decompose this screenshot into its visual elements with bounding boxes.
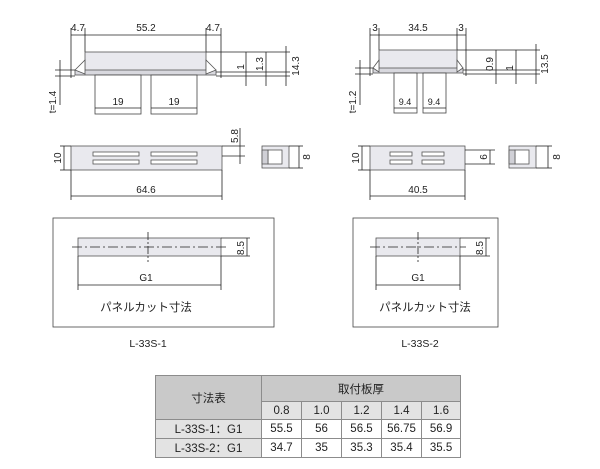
table-thickness-header: 1.0 (301, 401, 342, 420)
dim-l1-front-width: 64.6 (136, 185, 156, 196)
table-row: L-33S-2：G1 34.7 35 35.3 35.4 35.5 (155, 438, 462, 458)
table-cell: 35 (301, 438, 342, 458)
dim-l1-top-left: 4.7 (71, 23, 85, 34)
table-corner-label: 寸法表 (155, 375, 262, 420)
dim-l1-h2: 1.3 (255, 57, 266, 71)
l33s1-panel-cut (52, 217, 275, 328)
l33s1-front-view (60, 128, 303, 200)
table-cell: 55.5 (261, 419, 302, 439)
table-cell: 35.5 (420, 438, 462, 458)
dim-l2-thickness: t=1.2 (348, 90, 359, 113)
dim-l1-front-right: 5.8 (230, 129, 241, 143)
dimension-table: 寸法表 取付板厚 0.8 1.0 1.2 1.4 1.6 L-33S-1：G1 … (155, 375, 462, 458)
dim-l2-clip-a: 9.4 (399, 97, 412, 107)
l33s1-panel-caption: パネルカット寸法 (100, 300, 192, 314)
l33s1-top-view (55, 28, 290, 115)
table-cell: 35.4 (381, 438, 422, 458)
dim-l2-panel-width: G1 (411, 273, 425, 284)
dim-l2-front-height: 10 (351, 152, 362, 164)
dim-l2-top-mid: 34.5 (408, 23, 428, 34)
table-cell: 56.75 (381, 419, 422, 439)
l33s2-panel-cut (352, 217, 499, 328)
dim-l2-front-right: 6 (479, 154, 490, 160)
dim-l1-top-mid: 55.2 (136, 23, 156, 34)
table-thickness-header: 1.4 (381, 401, 422, 420)
table-row-label: L-33S-1：G1 (155, 419, 262, 439)
table-row-label: L-33S-2：G1 (155, 438, 262, 458)
dim-l2-front-width: 40.5 (408, 185, 428, 196)
dim-l2-h3: 13.5 (540, 54, 551, 74)
dim-l1-panel-width: G1 (139, 273, 153, 284)
dim-l2-h1: 0.9 (485, 57, 496, 71)
dim-l2-h2: 1 (505, 65, 516, 71)
dim-l2-top-left: 3 (372, 23, 378, 34)
l33s2-top-view (355, 28, 540, 114)
table-cell: 34.7 (261, 438, 302, 458)
dim-l2-panel-height: 8.5 (475, 241, 486, 255)
table-cell: 56.9 (420, 419, 462, 439)
dim-l1-h3: 14.3 (291, 56, 302, 76)
table-thickness-header: 0.8 (261, 401, 302, 420)
table-cell: 56 (301, 419, 342, 439)
table-group-label: 取付板厚 (260, 375, 462, 402)
l33s2-panel-caption: パネルカット寸法 (379, 300, 471, 314)
dim-l1-side-height: 8 (302, 154, 313, 160)
l33s1-model-label: L-33S-1 (129, 338, 167, 350)
table-thickness-header: 1.6 (420, 401, 462, 420)
dim-l1-clip-b: 19 (168, 97, 180, 108)
dim-l1-h1: 1 (236, 64, 247, 70)
table-cell: 35.3 (341, 438, 382, 458)
table-row: L-33S-1：G1 55.5 56 56.5 56.75 56.9 (155, 419, 462, 439)
dim-l1-thickness: t=1.4 (48, 90, 59, 113)
dim-l1-panel-height: 8.5 (236, 241, 247, 255)
dim-l1-clip-a: 19 (112, 97, 124, 108)
dim-l2-clip-b: 9.4 (428, 97, 441, 107)
dim-l2-top-right: 3 (458, 23, 464, 34)
dim-l2-side-height: 8 (552, 154, 563, 160)
l33s2-model-label: L-33S-2 (401, 338, 439, 350)
l33s2-front-view (358, 145, 552, 200)
table-thickness-header: 1.2 (341, 401, 382, 420)
dim-l1-front-height: 10 (53, 152, 64, 164)
table-cell: 56.5 (341, 419, 382, 439)
dim-l1-top-right: 4.7 (206, 23, 220, 34)
